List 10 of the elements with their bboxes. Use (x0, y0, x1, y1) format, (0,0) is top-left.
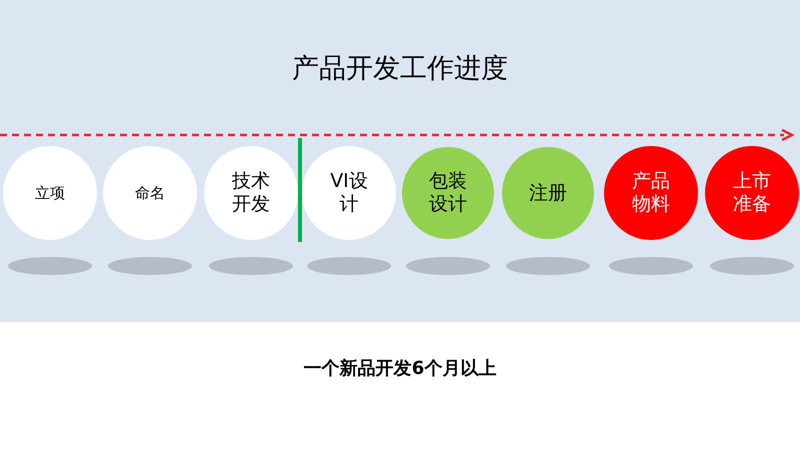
stage-label: 命名 (134, 184, 166, 202)
title: 产品开发工作进度 (291, 52, 509, 86)
caption: 一个新品开发6个月以上 (302, 357, 498, 380)
stage-label: 包装设计 (428, 170, 468, 216)
stage-label: 技术开发 (231, 170, 271, 216)
stage-label: 上市准备 (732, 170, 772, 216)
stage-label: 注册 (528, 182, 568, 204)
stage-label: VI设计 (329, 170, 369, 216)
stage-label: 产品物料 (631, 170, 671, 216)
stage-label: 立项 (34, 184, 66, 202)
